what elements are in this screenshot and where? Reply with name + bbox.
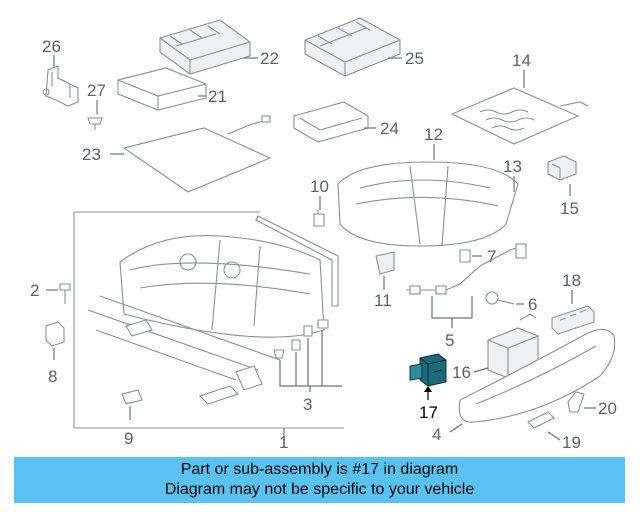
label-6: 6 bbox=[528, 295, 537, 314]
part-23[interactable] bbox=[122, 115, 272, 193]
label-17: 17 bbox=[419, 403, 438, 422]
part-19[interactable] bbox=[527, 411, 555, 429]
part-1[interactable] bbox=[73, 211, 344, 429]
label-12: 12 bbox=[424, 125, 443, 144]
label-4: 4 bbox=[432, 425, 441, 444]
label-21: 21 bbox=[208, 87, 227, 106]
part-24[interactable] bbox=[293, 101, 369, 143]
part-2[interactable] bbox=[59, 283, 71, 304]
label-25: 25 bbox=[405, 49, 424, 68]
part-7[interactable] bbox=[459, 249, 471, 263]
label-3: 3 bbox=[303, 395, 312, 414]
part-9[interactable] bbox=[121, 389, 143, 405]
part-21[interactable] bbox=[117, 67, 207, 111]
part-14[interactable] bbox=[450, 87, 589, 145]
part-17[interactable] bbox=[409, 353, 447, 387]
banner-line-1: Part or sub-assembly is #17 in diagram bbox=[180, 461, 459, 478]
part-18[interactable] bbox=[551, 305, 595, 335]
label-27: 27 bbox=[87, 81, 106, 100]
label-9: 9 bbox=[124, 429, 133, 448]
label-24: 24 bbox=[380, 119, 399, 138]
part-26[interactable] bbox=[42, 65, 79, 107]
label-16: 16 bbox=[452, 363, 471, 382]
part-25[interactable] bbox=[304, 17, 401, 77]
label-22: 22 bbox=[260, 49, 279, 68]
part-27[interactable] bbox=[87, 117, 103, 130]
part-15[interactable] bbox=[547, 155, 577, 181]
part-3[interactable] bbox=[273, 319, 329, 359]
part-11[interactable] bbox=[375, 251, 395, 275]
label-13: 13 bbox=[503, 157, 522, 176]
label-19: 19 bbox=[562, 433, 581, 452]
label-5: 5 bbox=[445, 331, 454, 350]
part-6[interactable] bbox=[485, 291, 515, 305]
part-22[interactable] bbox=[159, 19, 251, 75]
part-20[interactable] bbox=[567, 391, 585, 413]
label-7: 7 bbox=[487, 247, 496, 266]
label-2: 2 bbox=[30, 281, 39, 300]
label-15: 15 bbox=[560, 199, 579, 218]
label-11: 11 bbox=[374, 291, 392, 310]
label-14: 14 bbox=[512, 51, 531, 70]
part-12[interactable] bbox=[337, 161, 519, 247]
label-18: 18 bbox=[562, 271, 581, 290]
label-1: 1 bbox=[279, 433, 288, 452]
label-23: 23 bbox=[82, 145, 101, 164]
part-5[interactable] bbox=[406, 243, 527, 295]
part-10[interactable] bbox=[313, 210, 325, 227]
parts-diagram: 26 27 22 21 25 23 24 bbox=[30, 17, 617, 452]
info-banner: Part or sub-assembly is #17 in diagram D… bbox=[14, 457, 625, 503]
part-4[interactable] bbox=[458, 328, 616, 423]
label-10: 10 bbox=[310, 177, 329, 196]
label-20: 20 bbox=[598, 399, 617, 418]
part-8[interactable] bbox=[45, 321, 65, 347]
label-26: 26 bbox=[42, 37, 61, 56]
label-8: 8 bbox=[48, 367, 57, 386]
banner-line-2: Diagram may not be specific to your vehi… bbox=[164, 481, 475, 498]
